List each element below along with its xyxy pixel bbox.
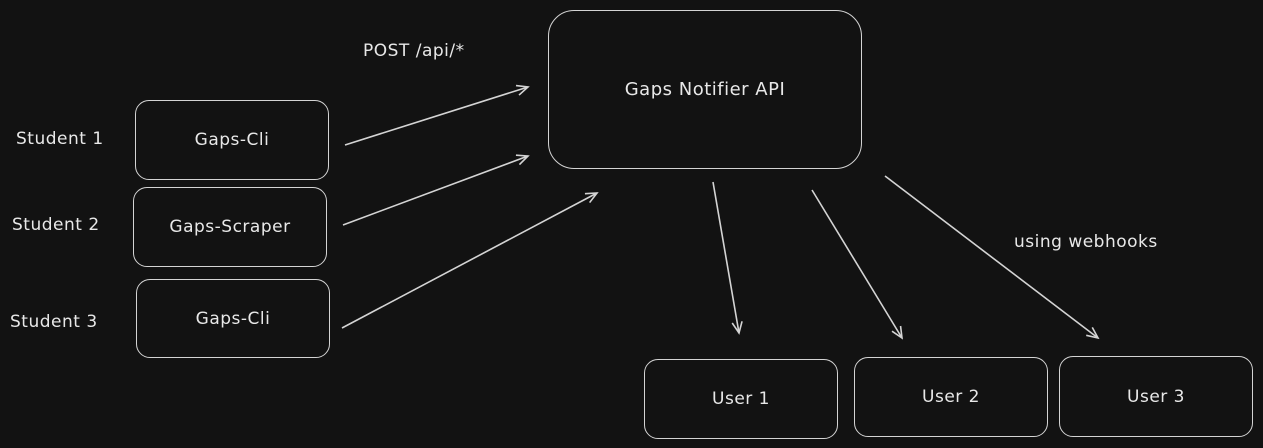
client-node-2: Gaps-Scraper [133,187,327,267]
arrow-student2-to-api [342,154,530,226]
api-node-title: Gaps Notifier API [624,79,786,100]
arrow-api-to-user2 [811,189,904,340]
client-node-3-label: Gaps-Cli [195,308,271,329]
endpoint-label: POST /api/* [363,41,465,61]
user-node-2: User 2 [854,357,1048,437]
client-node-1: Gaps-Cli [135,100,329,180]
user-node-1-label: User 1 [712,389,770,409]
arrow-student1-to-api [344,84,530,146]
api-node: Gaps Notifier API [548,10,862,169]
webhook-label: using webhooks [1014,232,1158,252]
user-node-1: User 1 [644,359,838,439]
client-node-3: Gaps-Cli [136,279,330,358]
arrow-api-to-user1 [712,181,743,335]
student-1-label: Student 1 [16,129,104,149]
student-3-label: Student 3 [10,312,98,332]
arrow-student3-to-api [341,192,599,329]
user-node-3-label: User 3 [1127,386,1185,407]
user-node-2-label: User 2 [922,387,980,407]
student-2-label: Student 2 [12,215,100,235]
user-node-3: User 3 [1059,356,1253,437]
arrow-api-to-user3 [884,175,1100,340]
client-node-1-label: Gaps-Cli [194,130,270,150]
client-node-2-label: Gaps-Scraper [169,217,291,237]
